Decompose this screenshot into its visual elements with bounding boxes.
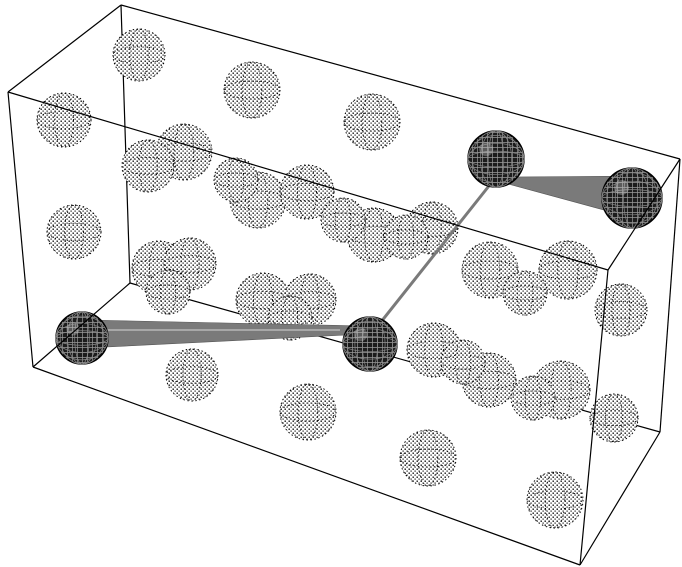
dotted-sphere xyxy=(539,241,597,299)
dotted-sphere xyxy=(441,340,485,384)
dotted-sphere xyxy=(122,140,174,192)
dotted-sphere xyxy=(384,215,428,259)
dotted-sphere xyxy=(280,384,336,440)
dotted-sphere xyxy=(400,430,456,486)
dotted-sphere xyxy=(344,94,400,150)
dotted-sphere xyxy=(146,270,190,314)
highlighted-atom xyxy=(468,131,524,187)
dotted-sphere xyxy=(47,205,101,259)
dotted-sphere xyxy=(224,62,280,118)
dotted-sphere-group xyxy=(37,29,647,528)
dotted-sphere xyxy=(503,271,547,315)
highlighted-atom xyxy=(602,168,662,228)
dotted-sphere xyxy=(113,29,165,81)
highlighted-atom xyxy=(56,312,108,364)
dotted-sphere xyxy=(527,472,583,528)
dotted-sphere xyxy=(321,198,365,242)
dotted-sphere xyxy=(166,349,218,401)
bond-wedge xyxy=(86,320,366,348)
dotted-sphere xyxy=(511,376,555,420)
dotted-sphere xyxy=(590,394,638,442)
highlighted-atom xyxy=(343,317,397,371)
dotted-sphere xyxy=(37,93,91,147)
